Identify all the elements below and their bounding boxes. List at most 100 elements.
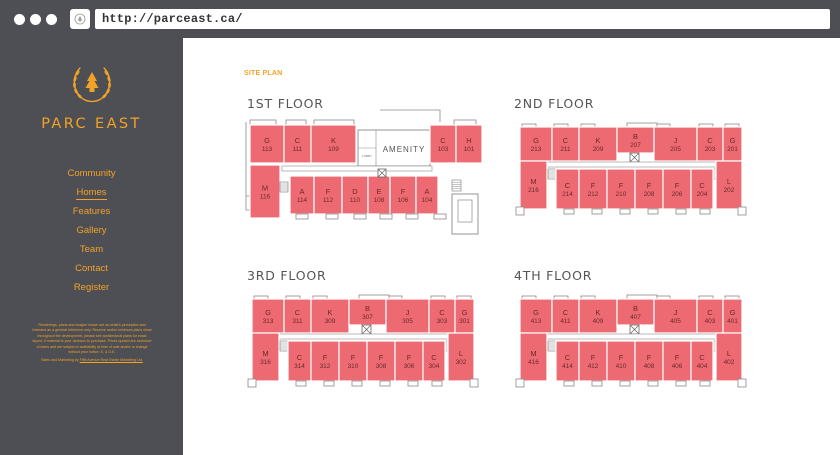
unit-shape[interactable] bbox=[715, 332, 743, 382]
nav-item-features[interactable]: Features bbox=[0, 204, 183, 223]
unit-shape[interactable] bbox=[310, 124, 357, 164]
unit-shape[interactable] bbox=[249, 164, 281, 219]
unit-shape[interactable] bbox=[447, 332, 475, 382]
address-bar[interactable]: http://parceast.ca/ bbox=[95, 9, 830, 29]
unit-shape[interactable] bbox=[616, 126, 655, 154]
unit-shape[interactable] bbox=[455, 124, 483, 164]
nav-item-gallery[interactable]: Gallery bbox=[0, 223, 183, 242]
brand-name[interactable]: PARC EAST bbox=[41, 116, 142, 132]
unit-shape[interactable] bbox=[519, 126, 553, 162]
unit-shape[interactable] bbox=[394, 340, 424, 382]
unit-shape[interactable] bbox=[519, 160, 548, 210]
unit-shape[interactable] bbox=[348, 298, 387, 326]
window-close-dot[interactable] bbox=[14, 14, 25, 25]
unit-shape[interactable] bbox=[389, 175, 417, 215]
unit-shape[interactable] bbox=[606, 340, 636, 382]
unit-shape[interactable] bbox=[415, 175, 439, 215]
unit-shape[interactable] bbox=[366, 340, 396, 382]
unit-shape[interactable] bbox=[310, 298, 350, 334]
unit-shape[interactable] bbox=[428, 298, 456, 334]
nav-item-community[interactable]: Community bbox=[0, 166, 183, 185]
unit-shape[interactable] bbox=[551, 298, 580, 334]
nav-item-homes[interactable]: Homes bbox=[0, 185, 183, 204]
unit-shape[interactable] bbox=[519, 298, 553, 334]
laurel-tree-logo-icon[interactable] bbox=[0, 62, 183, 106]
unit-shape[interactable] bbox=[251, 298, 285, 334]
unit-shape[interactable] bbox=[519, 332, 548, 382]
unit-shape[interactable] bbox=[283, 124, 312, 164]
window-maximize-dot[interactable] bbox=[46, 14, 57, 25]
unit-shape[interactable] bbox=[578, 168, 608, 210]
unit-shape[interactable] bbox=[662, 340, 692, 382]
unit-shape[interactable] bbox=[551, 126, 580, 162]
nav-item-team[interactable]: Team bbox=[0, 242, 183, 261]
unit-shape[interactable] bbox=[341, 175, 369, 215]
unit-shape[interactable] bbox=[578, 340, 608, 382]
unit-shape[interactable] bbox=[578, 126, 618, 162]
nav-item-register[interactable]: Register bbox=[0, 280, 183, 299]
window-minimize-dot[interactable] bbox=[30, 14, 41, 25]
unit-shape[interactable] bbox=[696, 298, 724, 334]
nav-item-contact[interactable]: Contact bbox=[0, 261, 183, 280]
unit-shape[interactable] bbox=[251, 332, 280, 382]
unit-shape[interactable] bbox=[715, 160, 743, 210]
